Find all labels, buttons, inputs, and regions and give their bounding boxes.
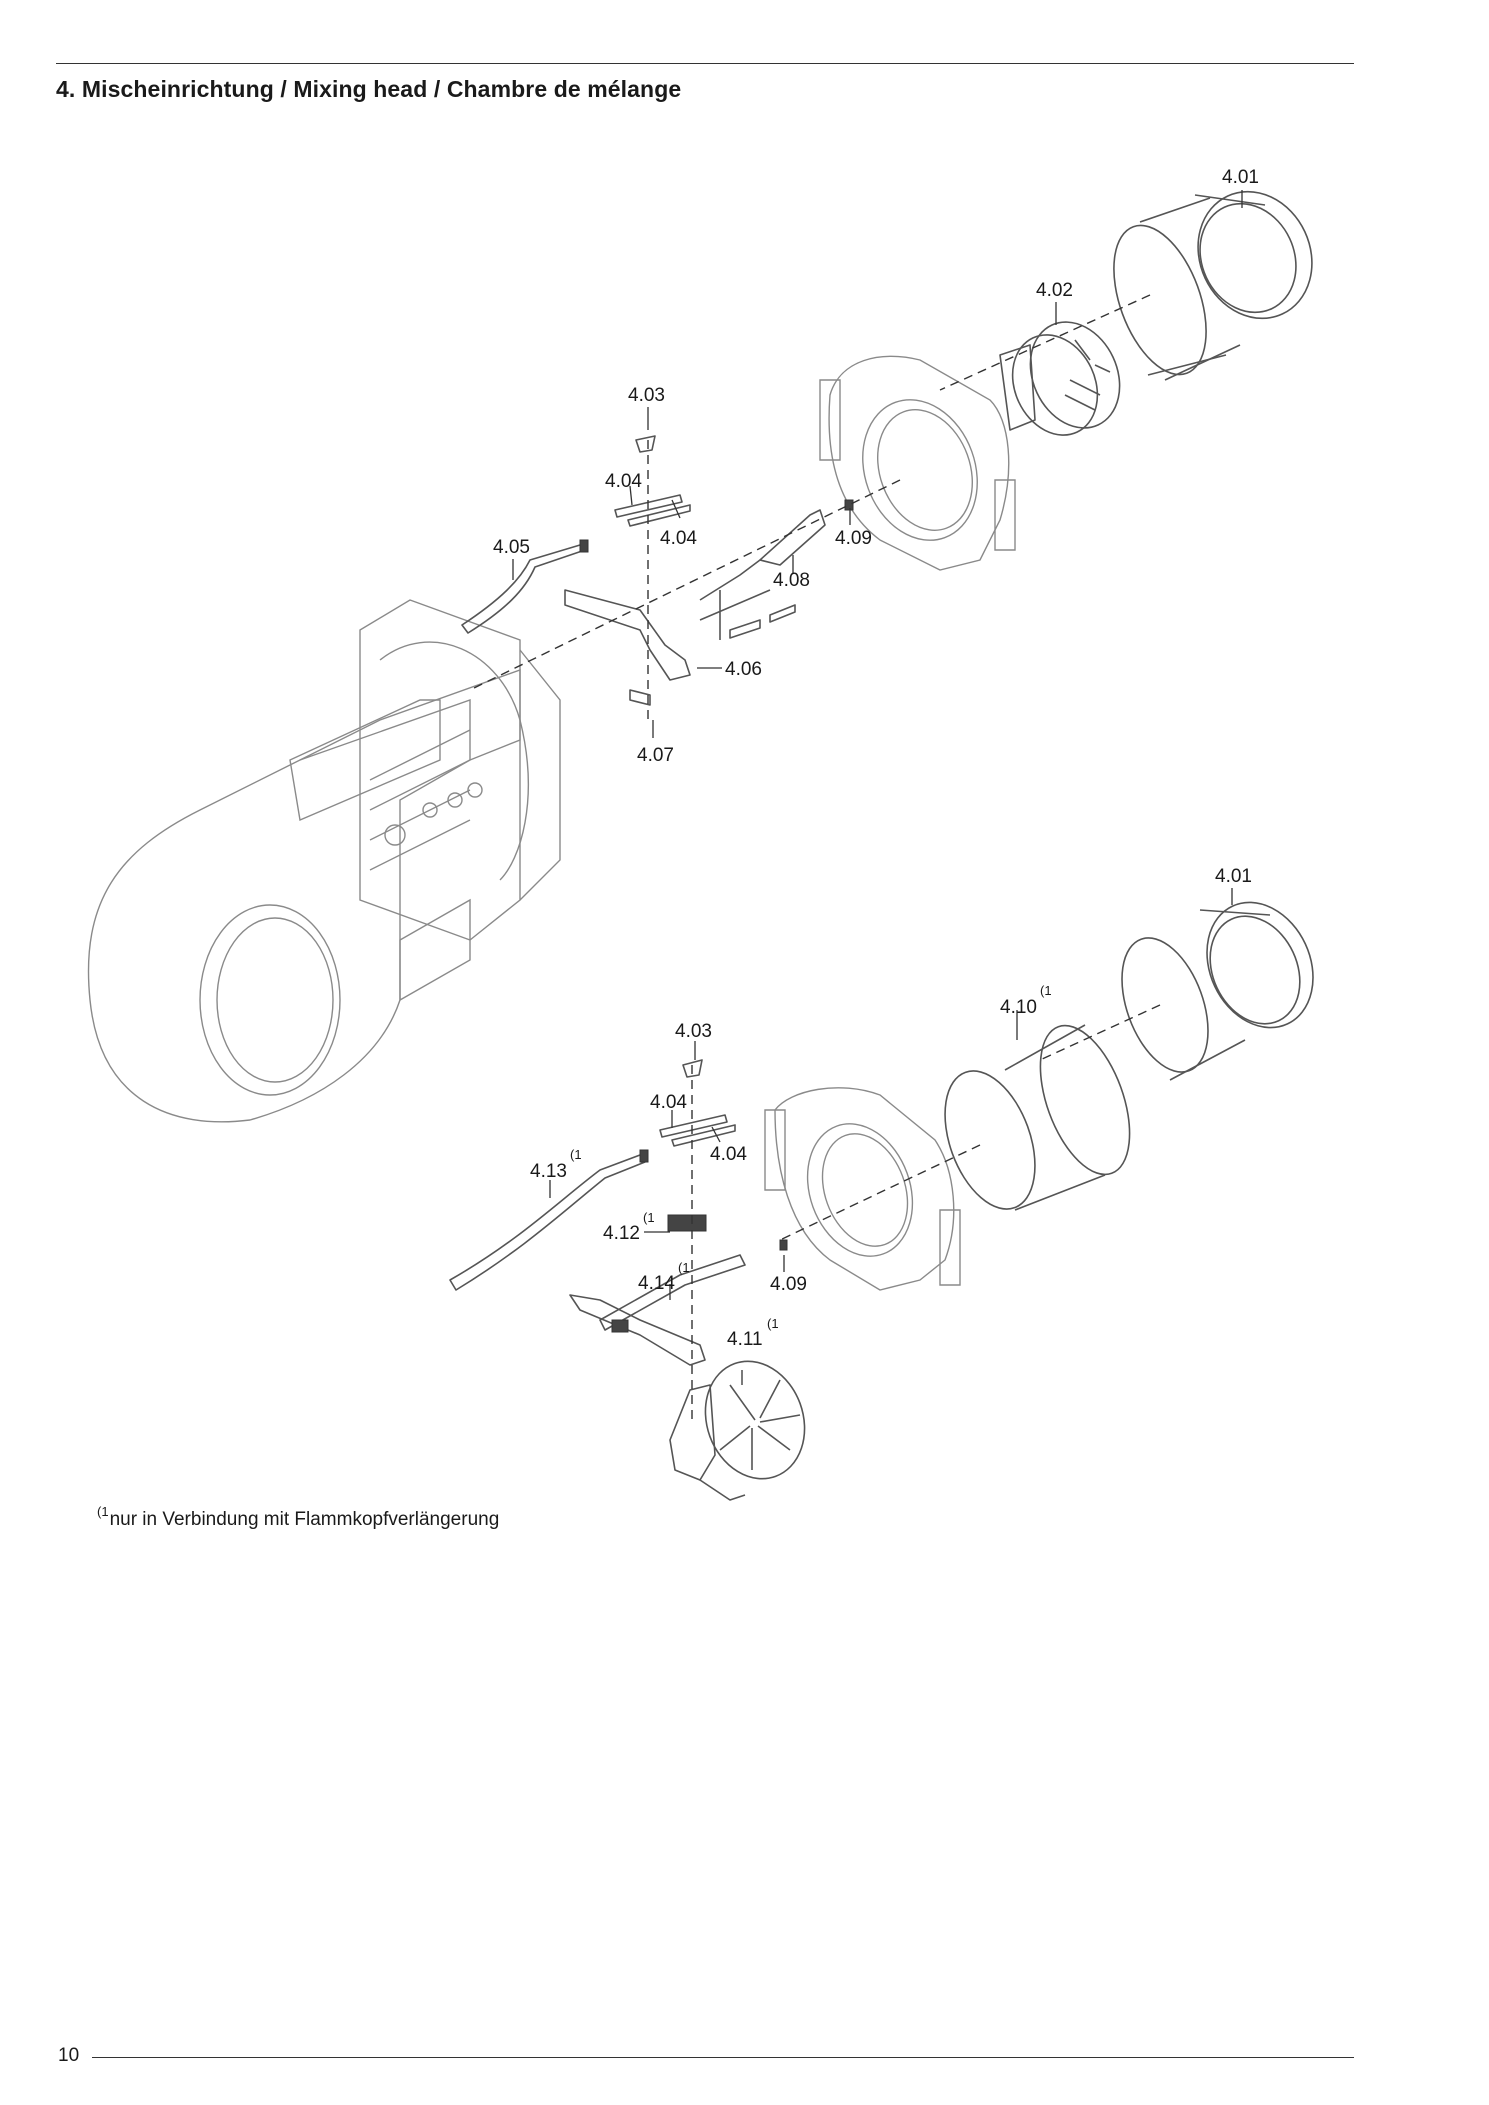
flame-tube-lower [1121,901,1314,1081]
mixing-baffle-lower [669,1360,806,1501]
label-4-03-lower: 4.03 [675,1021,712,1042]
label-4-13: 4.13 [530,1161,567,1182]
superscript-4-13: (1 [570,1147,582,1162]
axis-line [779,1144,981,1241]
flame-tube-upper [1113,190,1313,381]
label-4-14: 4.14 [638,1273,675,1294]
footnote: (1nur in Verbindung mit Flammkopfverläng… [97,1500,499,1532]
flange-upper [819,355,1016,571]
mixing-baffle-upper [999,321,1121,436]
label-4-07: 4.07 [637,745,674,766]
label-4-01-lower: 4.01 [1215,866,1252,887]
footnote-marker: (1 [97,1504,109,1519]
superscript-4-12: (1 [643,1210,655,1225]
label-4-10: 4.10 [1000,997,1037,1018]
page-number: 10 [58,2045,80,2066]
label-4-11: 4.11 [727,1329,763,1350]
label-4-03-upper: 4.03 [628,385,665,406]
superscript-4-10: (1 [1040,983,1052,998]
label-4-01-upper: 4.01 [1222,167,1259,188]
part-labels: 4.01 4.02 4.03 4.04 4.04 4.05 4.08 4.09 … [493,167,1259,1350]
superscript-4-11: (1 [767,1316,779,1331]
label-4-05: 4.05 [493,537,530,558]
label-4-04-lower-right: 4.04 [710,1144,747,1165]
label-4-08: 4.08 [773,570,810,591]
label-4-02: 4.02 [1036,280,1073,301]
burner-housing [87,599,561,1123]
leader-lines [512,190,1243,1385]
axis-line [939,294,1151,391]
superscript-4-14: (1 [678,1260,690,1275]
label-4-04-lower-left: 4.04 [650,1092,687,1113]
top-rule [56,63,1354,64]
label-4-12: 4.12 [603,1223,640,1244]
electrode-parts-upper [461,435,854,706]
axis-line [469,479,901,691]
label-4-04-upper-right: 4.04 [660,528,697,549]
label-4-04-upper-left: 4.04 [605,471,642,492]
page-title: 4. Mischeinrichtung / Mixing head / Cham… [56,76,682,102]
label-4-09-lower: 4.09 [770,1274,807,1295]
flange-lower [764,1087,961,1291]
footnote-text: nur in Verbindung mit Flammkopfverlänger… [109,1509,500,1530]
axis-line [1039,1004,1161,1061]
label-4-06: 4.06 [725,659,762,680]
electrode-parts-lower [449,1059,788,1366]
head-extension-lower [944,1024,1131,1211]
bottom-rule [92,2057,1354,2058]
label-4-09-upper: 4.09 [835,528,872,549]
